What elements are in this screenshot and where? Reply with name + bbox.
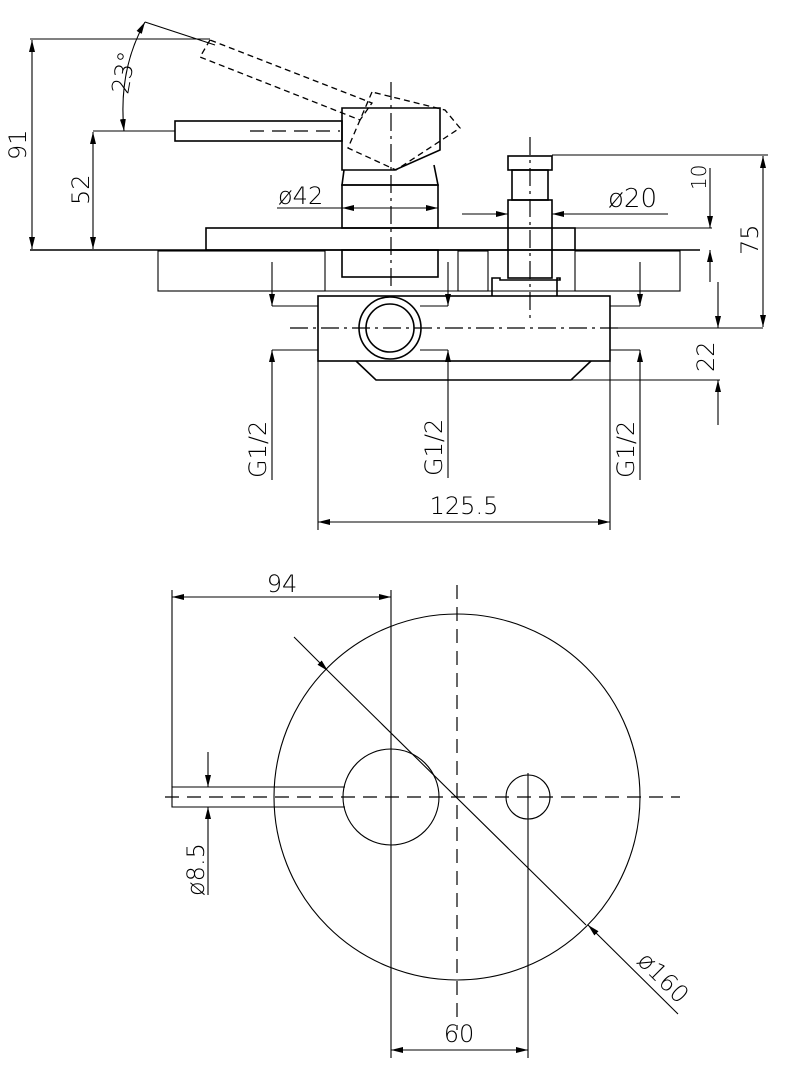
handle-reach-label: 94 [267, 570, 298, 598]
height-total-label: 91 [4, 129, 32, 160]
port-middle-dimension: G1/2 [420, 262, 451, 478]
handle-diameter-dimension: ø8.5 [182, 752, 211, 896]
top-view: 94 ø8.5 ø160 60 [165, 570, 694, 1058]
cap-height-dimension: 10 [575, 165, 713, 282]
side-view: 23° 91 52 ø42 ø20 10 [4, 21, 768, 530]
mixer-body [341, 82, 441, 290]
port-right-label: G1/2 [612, 421, 640, 478]
lever-handle [93, 120, 343, 142]
handle-reach-dimension: 94 [171, 570, 392, 1058]
port-left-label: G1/2 [244, 421, 272, 478]
cover-plate [205, 227, 576, 251]
handle-height-label: 52 [67, 174, 95, 205]
depth-dimension: 75 [552, 154, 768, 327]
body-diameter-label: ø42 [278, 182, 323, 210]
body-diameter-dimension: ø42 [277, 182, 438, 211]
diverter-stem [491, 137, 561, 318]
body-width-dimension: 125.5 [317, 361, 611, 530]
handle-diameter-label: ø8.5 [182, 843, 210, 896]
valve-body [272, 295, 763, 381]
cap-height-label: 10 [687, 165, 711, 190]
body-width-label: 125.5 [430, 492, 499, 520]
lever-handle-raised [30, 21, 461, 171]
port-offset-label: 22 [692, 341, 720, 372]
depth-label: 75 [736, 224, 764, 255]
stem-diameter-label: ø20 [608, 184, 657, 214]
port-offset-dimension: 22 [692, 282, 721, 425]
spacing-label: 60 [444, 1020, 475, 1048]
spacing-dimension: 60 [391, 773, 529, 1058]
height-total-dimension: 91 [4, 40, 35, 249]
angle-label: 23° [106, 49, 141, 96]
wall-section [30, 249, 700, 292]
angle-dimension: 23° [106, 21, 146, 132]
handle-height-dimension: 52 [67, 132, 96, 249]
port-right-dimension: G1/2 [612, 262, 643, 480]
port-left-dimension: G1/2 [244, 262, 275, 480]
plate-diameter-dimension: ø160 [293, 636, 694, 1015]
port-middle-label: G1/2 [420, 419, 448, 476]
stem-diameter-dimension: ø20 [462, 184, 668, 217]
